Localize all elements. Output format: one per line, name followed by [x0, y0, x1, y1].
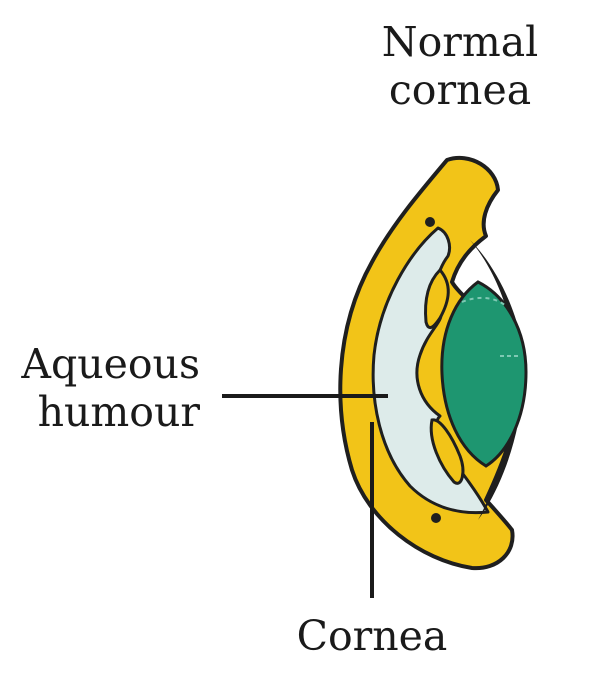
aqueous-humour-label: Aqueous humour: [10, 340, 200, 436]
cornea-label: Cornea: [272, 612, 472, 660]
aqueous-line2: humour: [37, 388, 200, 436]
cornea-shell: [338, 156, 523, 571]
title-label: Normal cornea: [360, 18, 560, 114]
iris-upper: [424, 267, 450, 329]
aqueous-line1: Aqueous: [21, 340, 200, 388]
title-line2: cornea: [388, 66, 532, 114]
lens: [440, 280, 528, 468]
cornea-text: Cornea: [296, 612, 448, 660]
lens-highlight: [461, 296, 507, 307]
title-line1: Normal: [381, 18, 539, 66]
iris-lower: [429, 418, 465, 485]
posterior-shadow: [470, 240, 525, 520]
shell-dot-upper: [425, 217, 435, 227]
shell-dot-lower: [431, 513, 441, 523]
